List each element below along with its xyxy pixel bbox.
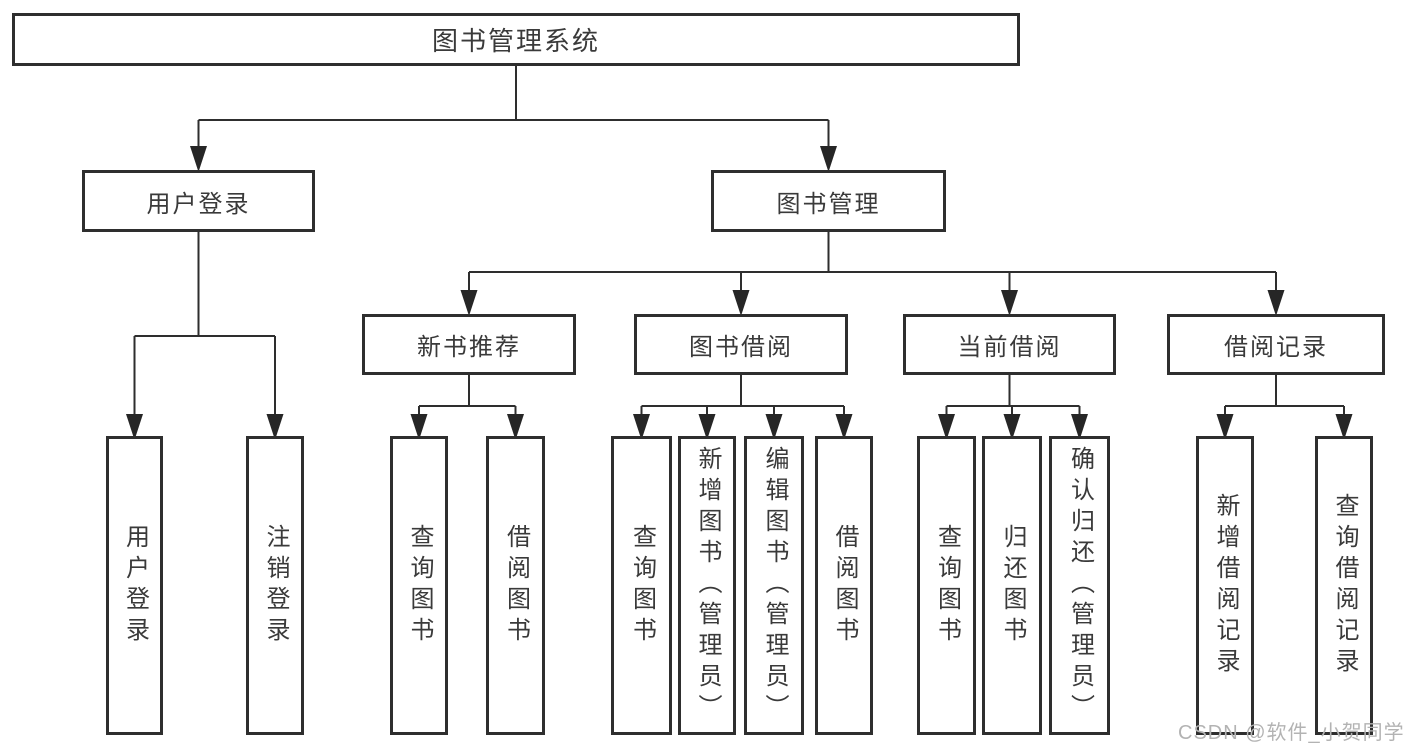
node-label: 借阅记录	[1224, 334, 1328, 361]
leaf-add-book-admin: 新增图书（管理员）	[678, 436, 736, 735]
leaf-add-borrow-record: 新增借阅记录	[1196, 436, 1254, 735]
node-label: 确认归还（管理员）	[1066, 446, 1094, 725]
leaf-edit-book-admin: 编辑图书（管理员）	[744, 436, 804, 735]
node-label: 新书推荐	[417, 334, 521, 361]
node-label: 编辑图书（管理员）	[761, 446, 788, 725]
leaf-query-books-recommend: 查询图书	[390, 436, 448, 735]
node-label: 用户登录	[121, 523, 149, 648]
leaf-query-books-borrowing: 查询图书	[611, 436, 672, 735]
node-new-book-recommendation: 新书推荐	[362, 314, 576, 375]
node-library-management-system: 图书管理系统	[12, 13, 1020, 66]
node-label: 查询图书	[406, 523, 433, 648]
node-label: 新增借阅记录	[1212, 492, 1239, 679]
node-borrowing-records: 借阅记录	[1167, 314, 1385, 375]
leaf-borrow-books-recommend: 借阅图书	[486, 436, 545, 735]
node-label: 查询图书	[933, 523, 961, 648]
leaf-borrow-books-borrowing: 借阅图书	[815, 436, 873, 735]
leaf-query-borrow-record: 查询借阅记录	[1315, 436, 1373, 735]
leaf-return-book: 归还图书	[982, 436, 1042, 735]
node-label: 用户登录	[146, 190, 251, 218]
node-label: 新增图书（管理员）	[694, 446, 721, 725]
node-label: 借阅图书	[831, 523, 858, 648]
node-book-management: 图书管理	[711, 170, 946, 232]
leaf-user-login: 用户登录	[106, 436, 163, 735]
node-label: 图书管理	[776, 190, 881, 218]
leaf-logout: 注销登录	[246, 436, 304, 735]
node-label: 查询图书	[628, 523, 656, 648]
node-label: 借阅图书	[502, 523, 530, 648]
csdn-watermark: CSDN @软件_小贺同学	[1178, 722, 1405, 744]
node-label: 图书借阅	[689, 334, 793, 361]
node-label: 查询借阅记录	[1331, 492, 1358, 679]
node-label: 注销登录	[262, 523, 289, 648]
leaf-query-books-current: 查询图书	[917, 436, 976, 735]
node-current-borrowing: 当前借阅	[903, 314, 1116, 375]
node-user-login: 用户登录	[82, 170, 315, 232]
node-label: 归还图书	[999, 523, 1026, 648]
node-book-borrowing: 图书借阅	[634, 314, 848, 375]
node-label: 图书管理系统	[431, 26, 600, 56]
node-label: 当前借阅	[957, 334, 1062, 361]
leaf-confirm-return-admin: 确认归还（管理员）	[1049, 436, 1110, 735]
